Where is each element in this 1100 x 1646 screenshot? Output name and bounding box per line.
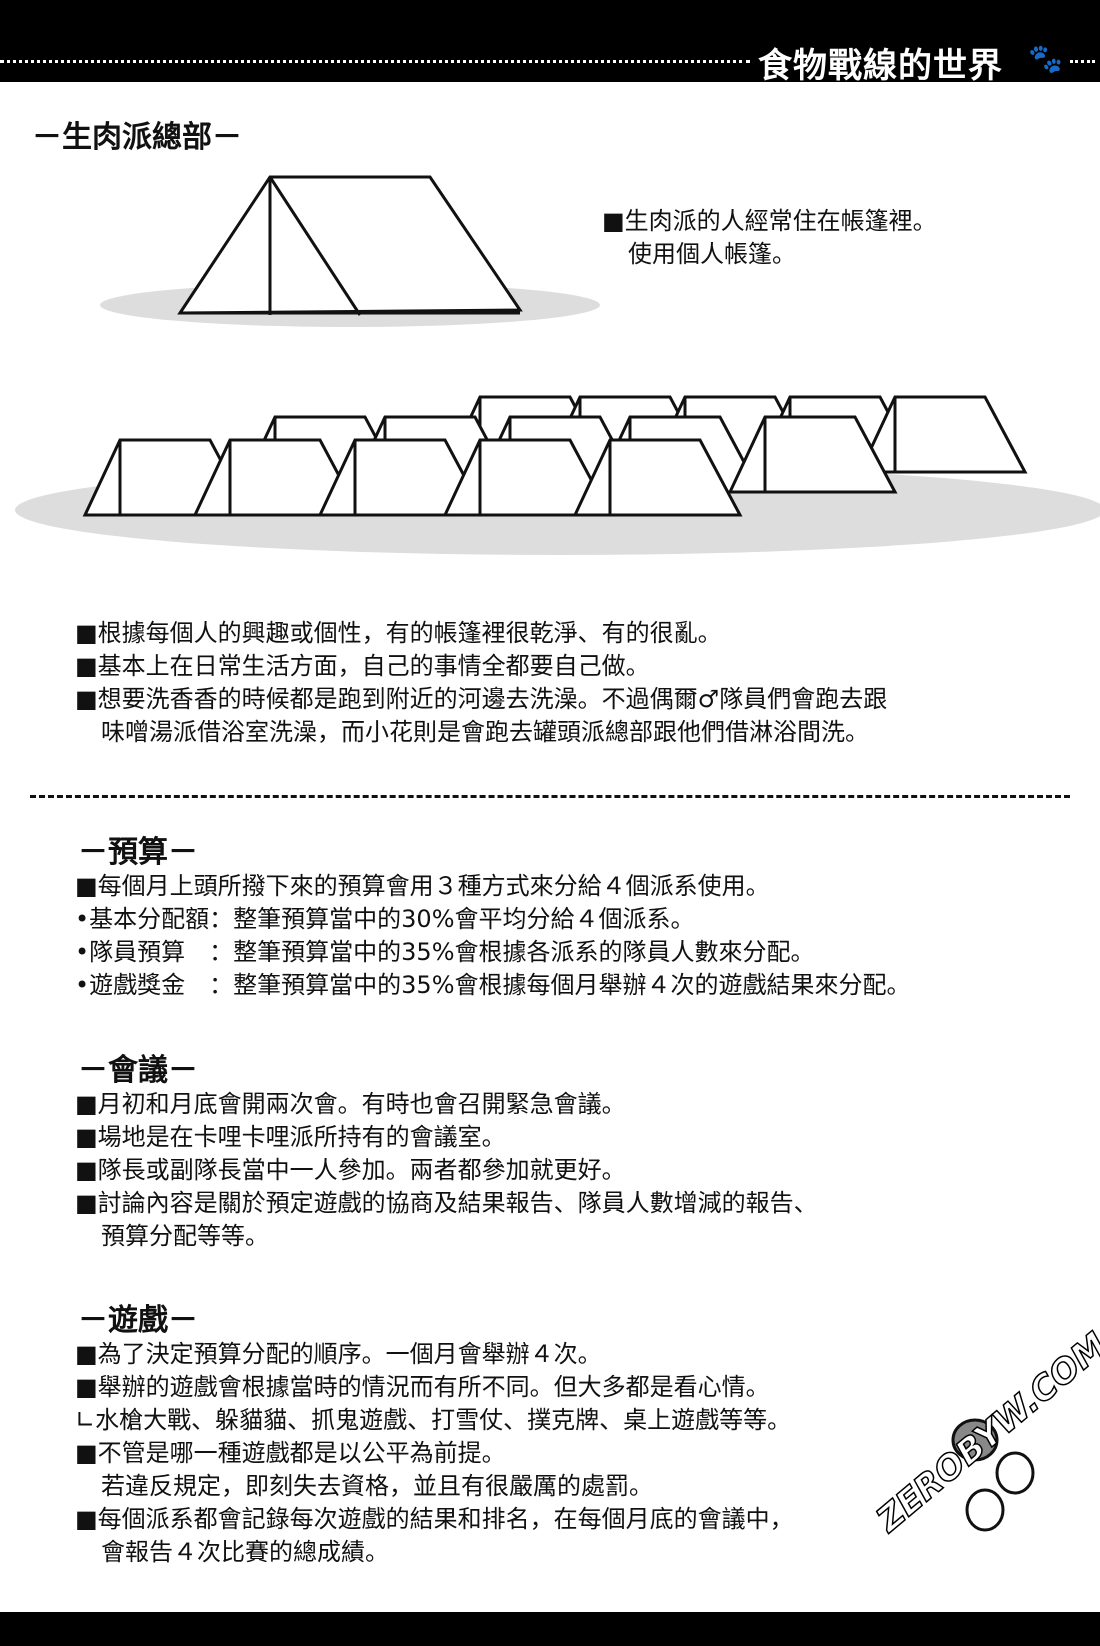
tent — [442, 438, 613, 517]
note: ■場地是在卡哩卡哩派所持有的會議室。 — [75, 1123, 506, 1151]
note: 預算分配等等。 — [101, 1222, 269, 1250]
page-title: 食物戰線的世界 — [758, 46, 1003, 86]
note: ∟水槍大戰、躲貓貓、抓鬼遊戲、打雪仗、撲克牌、桌上遊戲等等。 — [75, 1406, 792, 1434]
tent — [857, 395, 1028, 474]
note: ■基本上在日常生活方面，自己的事情全都要自己做。 — [75, 652, 650, 680]
caption-line: 使用個人帳篷。 — [628, 240, 796, 268]
paw-icon: 🐾 — [1028, 42, 1063, 75]
budget-notes: ■每個月上頭所撥下來的預算會用３種方式來分給４個派系使用。 •基本分配額：整筆預… — [75, 870, 911, 1002]
note: •遊戲獎金 ：整筆預算當中的35%會根據每個月舉辦４次的遊戲結果來分配。 — [75, 971, 911, 999]
note: ■根據每個人的興趣或個性，有的帳篷裡很乾淨、有的很亂。 — [75, 619, 722, 647]
tent — [317, 438, 488, 517]
chicks-illustration — [951, 1418, 1035, 1532]
tent — [572, 438, 743, 517]
note: ■月初和月底會開兩次會。有時也會召開緊急會議。 — [75, 1090, 626, 1118]
note: ■隊長或副隊長當中一人參加。兩者都參加就更好。 — [75, 1156, 626, 1184]
divider — [0, 60, 750, 63]
note: ■每個月上頭所撥下來的預算會用３種方式來分給４個派系使用。 — [75, 872, 770, 900]
note: ■想要洗香香的時候都是跑到附近的河邊去洗澡。不過偶爾♂隊員們會跑去跟 — [75, 685, 888, 713]
header-bar: 食物戰線的世界 🐾 — [0, 0, 1100, 86]
note: ■舉辦的遊戲會根據當時的情況而有所不同。但大多都是看心情。 — [75, 1373, 770, 1401]
section-heading: －遊戲－ — [78, 1303, 198, 1338]
tent — [727, 415, 898, 494]
note: ■討論內容是關於預定遊戲的協商及結果報告、隊員人數增減的報告、 — [75, 1189, 818, 1217]
tent — [192, 438, 363, 517]
games-notes: ■為了決定預算分配的順序。一個月會舉辦４次。 ■舉辦的遊戲會根據當時的情況而有所… — [75, 1338, 794, 1569]
section-heading: －會議－ — [78, 1053, 198, 1088]
note: ■不管是哪一種遊戲都是以公平為前提。 — [75, 1439, 506, 1467]
note: 會報告４次比賽的總成績。 — [101, 1538, 389, 1566]
note: ■每個派系都會記錄每次遊戲的結果和排名，在每個月底的會議中， — [75, 1505, 794, 1533]
meeting-notes: ■月初和月底會開兩次會。有時也會召開緊急會議。 ■場地是在卡哩卡哩派所持有的會議… — [75, 1088, 818, 1253]
footer-bar — [0, 1612, 1100, 1646]
note: ■為了決定預算分配的順序。一個月會舉辦４次。 — [75, 1340, 602, 1368]
note: 若違反規定，即刻失去資格，並且有很嚴厲的處罰。 — [101, 1472, 653, 1500]
note: 味噌湯派借浴室洗澡，而小花則是會跑去罐頭派總部跟他們借淋浴間洗。 — [101, 718, 869, 746]
hq-notes: ■根據每個人的興趣或個性，有的帳篷裡很乾淨、有的很亂。 ■基本上在日常生活方面，… — [75, 617, 887, 749]
divider — [1070, 60, 1095, 63]
note: •基本分配額：整筆預算當中的30%會平均分給４個派系。 — [75, 905, 695, 933]
caption-line: ■生肉派的人經常住在帳篷裡。 — [602, 207, 937, 235]
note: •隊員預算 ：整筆預算當中的35%會根據各派系的隊員人數來分配。 — [75, 938, 815, 966]
dashed-divider — [30, 795, 1070, 798]
section-heading: －生肉派總部－ — [32, 120, 242, 155]
tents-illustration — [15, 175, 1100, 555]
section-heading: －預算－ — [78, 835, 198, 870]
caption: ■生肉派的人經常住在帳篷裡。 使用個人帳篷。 — [602, 205, 937, 271]
